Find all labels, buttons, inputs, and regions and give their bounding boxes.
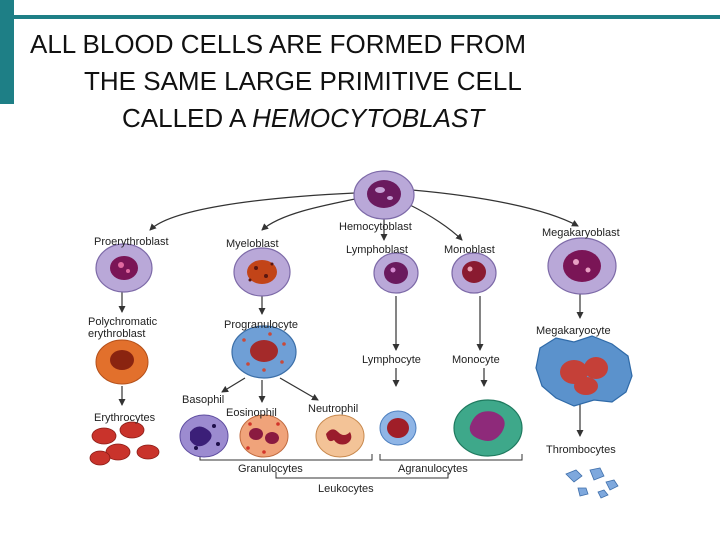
label-lymphoblast: Lymphoblast: [346, 244, 408, 256]
label-progranulocyte: Progranulocyte: [224, 319, 298, 331]
erythrocytes-group: [89, 421, 160, 466]
lymphocyte-cell: [379, 410, 417, 446]
arrow-to-proerythroblast: [149, 192, 356, 231]
hemocytoblast-cell: [353, 170, 415, 220]
arrow-to-myeloblast: [261, 197, 361, 231]
title-line-2: THE SAME LARGE PRIMITIVE CELL: [84, 66, 522, 96]
label-monoblast: Monoblast: [444, 244, 495, 256]
label-neutrophil: Neutrophil: [308, 403, 358, 415]
arrow-to-neutrophil: [279, 377, 319, 401]
label-polychromatic: Polychromatic: [88, 316, 158, 328]
label-hemocytoblast: Hemocytoblast: [339, 221, 412, 233]
lymphoblast-cell: [373, 252, 419, 294]
label-monocyte: Monocyte: [452, 354, 500, 366]
monoblast-cell: [451, 252, 497, 294]
title-accent-bar: [0, 0, 14, 104]
label-megakaryocyte: Megakaryocyte: [536, 325, 611, 337]
title-line-3-prefix: CALLED A: [122, 103, 253, 133]
label-myeloblast: Myeloblast: [226, 238, 279, 250]
thrombocytes-group: [565, 467, 619, 499]
label-erythroblast: erythroblast: [88, 328, 145, 340]
label-erythrocytes: Erythrocytes: [94, 412, 156, 424]
monocyte-cell: [453, 399, 523, 457]
megakaryocyte-cell: [535, 335, 633, 407]
megakaryoblast-cell: [547, 237, 617, 295]
lineage-arrows: [118, 189, 584, 437]
neutrophil-cell: [315, 414, 365, 458]
label-megakaryoblast: Megakaryoblast: [542, 227, 620, 239]
arrow-to-megakaryoblast: [411, 189, 579, 227]
title-line-1: ALL BLOOD CELLS ARE FORMED FROM: [30, 29, 527, 59]
label-basophil: Basophil: [182, 394, 224, 406]
arrow-to-monoblast: [409, 204, 463, 241]
arrow-to-basophil: [221, 377, 246, 393]
polychromatic-erythroblast-cell: [95, 339, 149, 385]
label-thrombocytes: Thrombocytes: [546, 444, 616, 456]
leukocytes-bracket: [275, 472, 449, 479]
label-agranulocytes: Agranulocytes: [398, 463, 468, 475]
label-eosinophil: Eosinophil: [226, 407, 277, 419]
cell-labels: Hemocytoblast Proerythroblast Myeloblast…: [88, 221, 620, 495]
proerythroblast-cell: [95, 243, 153, 293]
basophil-cell: [179, 414, 229, 458]
myeloblast-cell: [233, 247, 291, 297]
agranulocytes-bracket: [379, 454, 523, 461]
label-proerythroblast: Proerythroblast: [94, 236, 169, 248]
label-granulocytes: Granulocytes: [238, 463, 303, 475]
label-lymphocyte: Lymphocyte: [362, 354, 421, 366]
eosinophil-cell: [239, 414, 289, 458]
progranulocyte-cell: [231, 325, 297, 379]
title-line-3: CALLED A HEMOCYTOBLAST: [122, 100, 484, 137]
title-emphasis-hemocytoblast: HEMOCYTOBLAST: [252, 103, 485, 133]
title-accent-rule: [14, 15, 720, 19]
label-leukocytes: Leukocytes: [318, 483, 374, 495]
